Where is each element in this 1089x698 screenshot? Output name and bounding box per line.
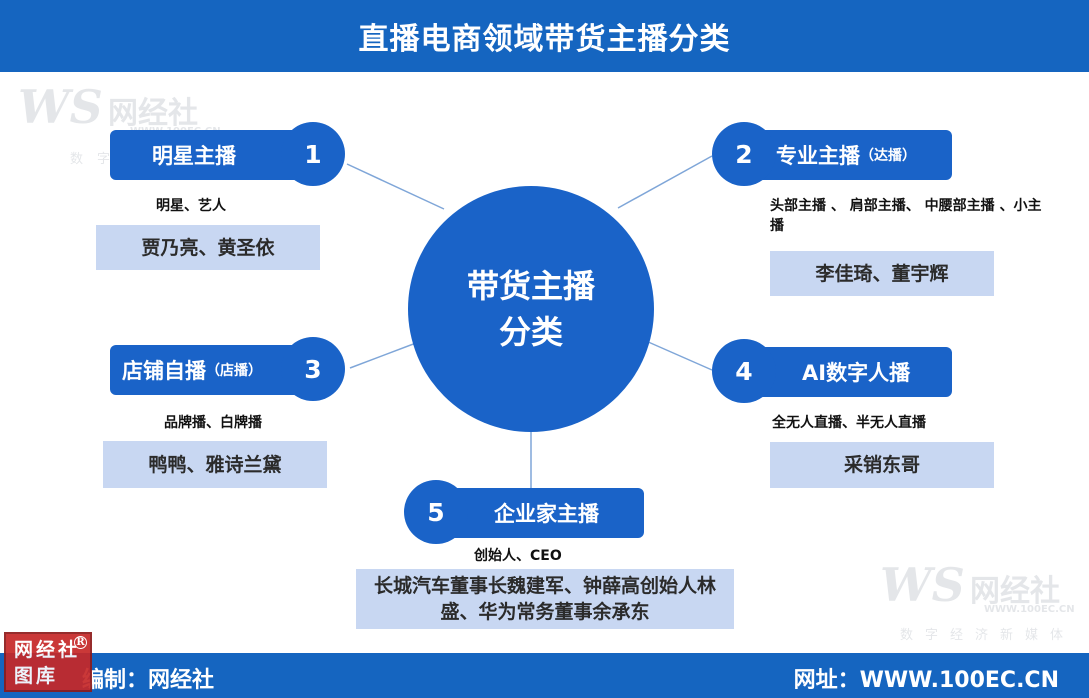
category-5-examples: 长城汽车董事长魏建军、钟薛高创始人林盛、华为常务董事余承东 [356, 569, 734, 629]
watermark-bottom-right: WS 网经社 WWW.100EC.CN 数字经济新媒体 [880, 562, 1085, 652]
category-1-title: 明星主播 [152, 144, 236, 168]
registered-mark-icon: R [74, 636, 87, 649]
watermark-name: 网经社 [107, 96, 198, 131]
category-3-number: 3 [281, 337, 345, 401]
stamp-line2: 图库 [14, 665, 59, 687]
watermark-slogan: 数字经济新媒体 [900, 628, 1076, 643]
category-1-subtitle: 明星、艺人 [156, 198, 226, 214]
footer-compiler: 编制：网经社 [82, 668, 215, 693]
header-bar: 直播电商领域带货主播分类 [0, 0, 1089, 72]
category-3-subtitle: 品牌播、白牌播 [164, 415, 262, 431]
category-4-title: AI数字人播 [802, 361, 911, 385]
center-node: 带货主播 分类 [408, 186, 654, 432]
category-4-subtitle: 全无人直播、半无人直播 [772, 415, 926, 431]
stamp-line1: 网经社 [14, 639, 81, 661]
category-2-examples: 李佳琦、董宇辉 [770, 251, 994, 296]
connector-4 [645, 340, 713, 371]
category-5-title: 企业家主播 [494, 502, 599, 526]
connector-2 [617, 155, 713, 209]
category-5-number: 5 [404, 480, 468, 544]
page-title: 直播电商领域带货主播分类 [358, 22, 731, 57]
category-2-title-suffix: （达播） [860, 148, 916, 164]
category-1-number: 1 [281, 122, 345, 186]
center-title-line1: 带货主播 [466, 267, 595, 305]
watermark-url: WWW.100EC.CN [984, 604, 1075, 615]
category-3-title-suffix: （店播） [206, 363, 262, 379]
watermark-logo: WS [880, 558, 965, 612]
category-3-examples: 鸭鸭、雅诗兰黛 [103, 441, 327, 488]
connector-3 [349, 342, 417, 369]
category-5-subtitle: 创始人、CEO [474, 548, 562, 564]
gallery-stamp: 网经社 图库 R [4, 632, 92, 692]
category-1-examples: 贾乃亮、黄圣依 [96, 225, 320, 270]
category-4-examples: 采销东哥 [770, 442, 994, 488]
category-3-title: 店铺自播 [122, 359, 206, 383]
category-2-title: 专业主播 [776, 144, 860, 168]
center-title-line2: 分类 [498, 313, 563, 351]
footer-bar: 编制：网经社 网址：WWW.100EC.CN [0, 653, 1089, 698]
category-2-number: 2 [712, 122, 776, 186]
category-4-number: 4 [712, 339, 776, 403]
watermark-name: 网经社 [969, 574, 1060, 609]
connector-1 [346, 163, 445, 210]
footer-website: 网址：WWW.100EC.CN [793, 668, 1059, 693]
watermark-logo: WS [18, 80, 103, 134]
category-2-subtitle: 头部主播 、 肩部主播、 中腰部主播 、小主播 [770, 198, 1042, 234]
